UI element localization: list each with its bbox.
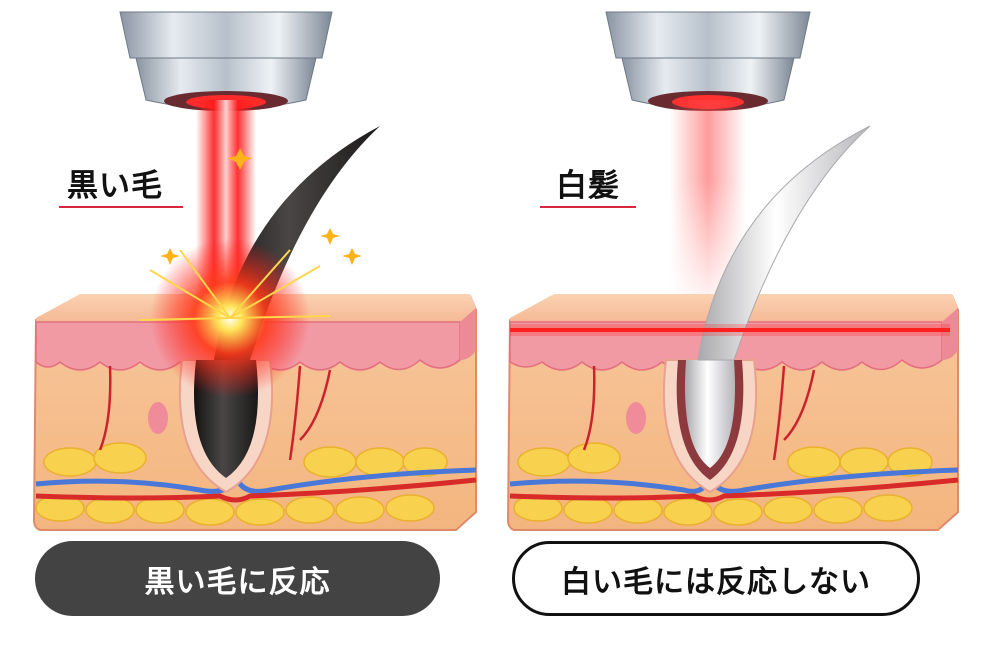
- white-hair-shaft: [697, 125, 871, 361]
- black-hair-result-text: 黒い毛に反応: [144, 564, 331, 600]
- laser-device-head-icon: [605, 11, 811, 111]
- surface-laser-line: [510, 328, 950, 332]
- white-hair-result-badge: 白い毛には反応しない: [512, 541, 920, 616]
- label-underline: [59, 206, 183, 208]
- hair-follicle-icon: [662, 125, 871, 494]
- black-hair-label: 黒い毛: [59, 160, 183, 208]
- white-hair-label-text: 白髪: [556, 168, 620, 204]
- label-underline: [540, 206, 636, 208]
- white-hair-label: 白髪: [540, 160, 636, 208]
- black-hair-label-text: 黒い毛: [67, 168, 163, 204]
- white-hair-illustration: [506, 11, 959, 531]
- burst-sparks-icon: [139, 148, 362, 398]
- white-hair-result-text: 白い毛には反応しない: [561, 564, 871, 600]
- white-hair-panel: 白髪 白い毛には反応しない: [498, 0, 997, 663]
- black-hair-panel: 黒い毛 黒い毛に反応: [0, 0, 498, 663]
- black-hair-illustration: [32, 11, 477, 531]
- laser-device-head-icon: [119, 11, 333, 111]
- black-hair-result-badge: 黒い毛に反応: [35, 541, 440, 616]
